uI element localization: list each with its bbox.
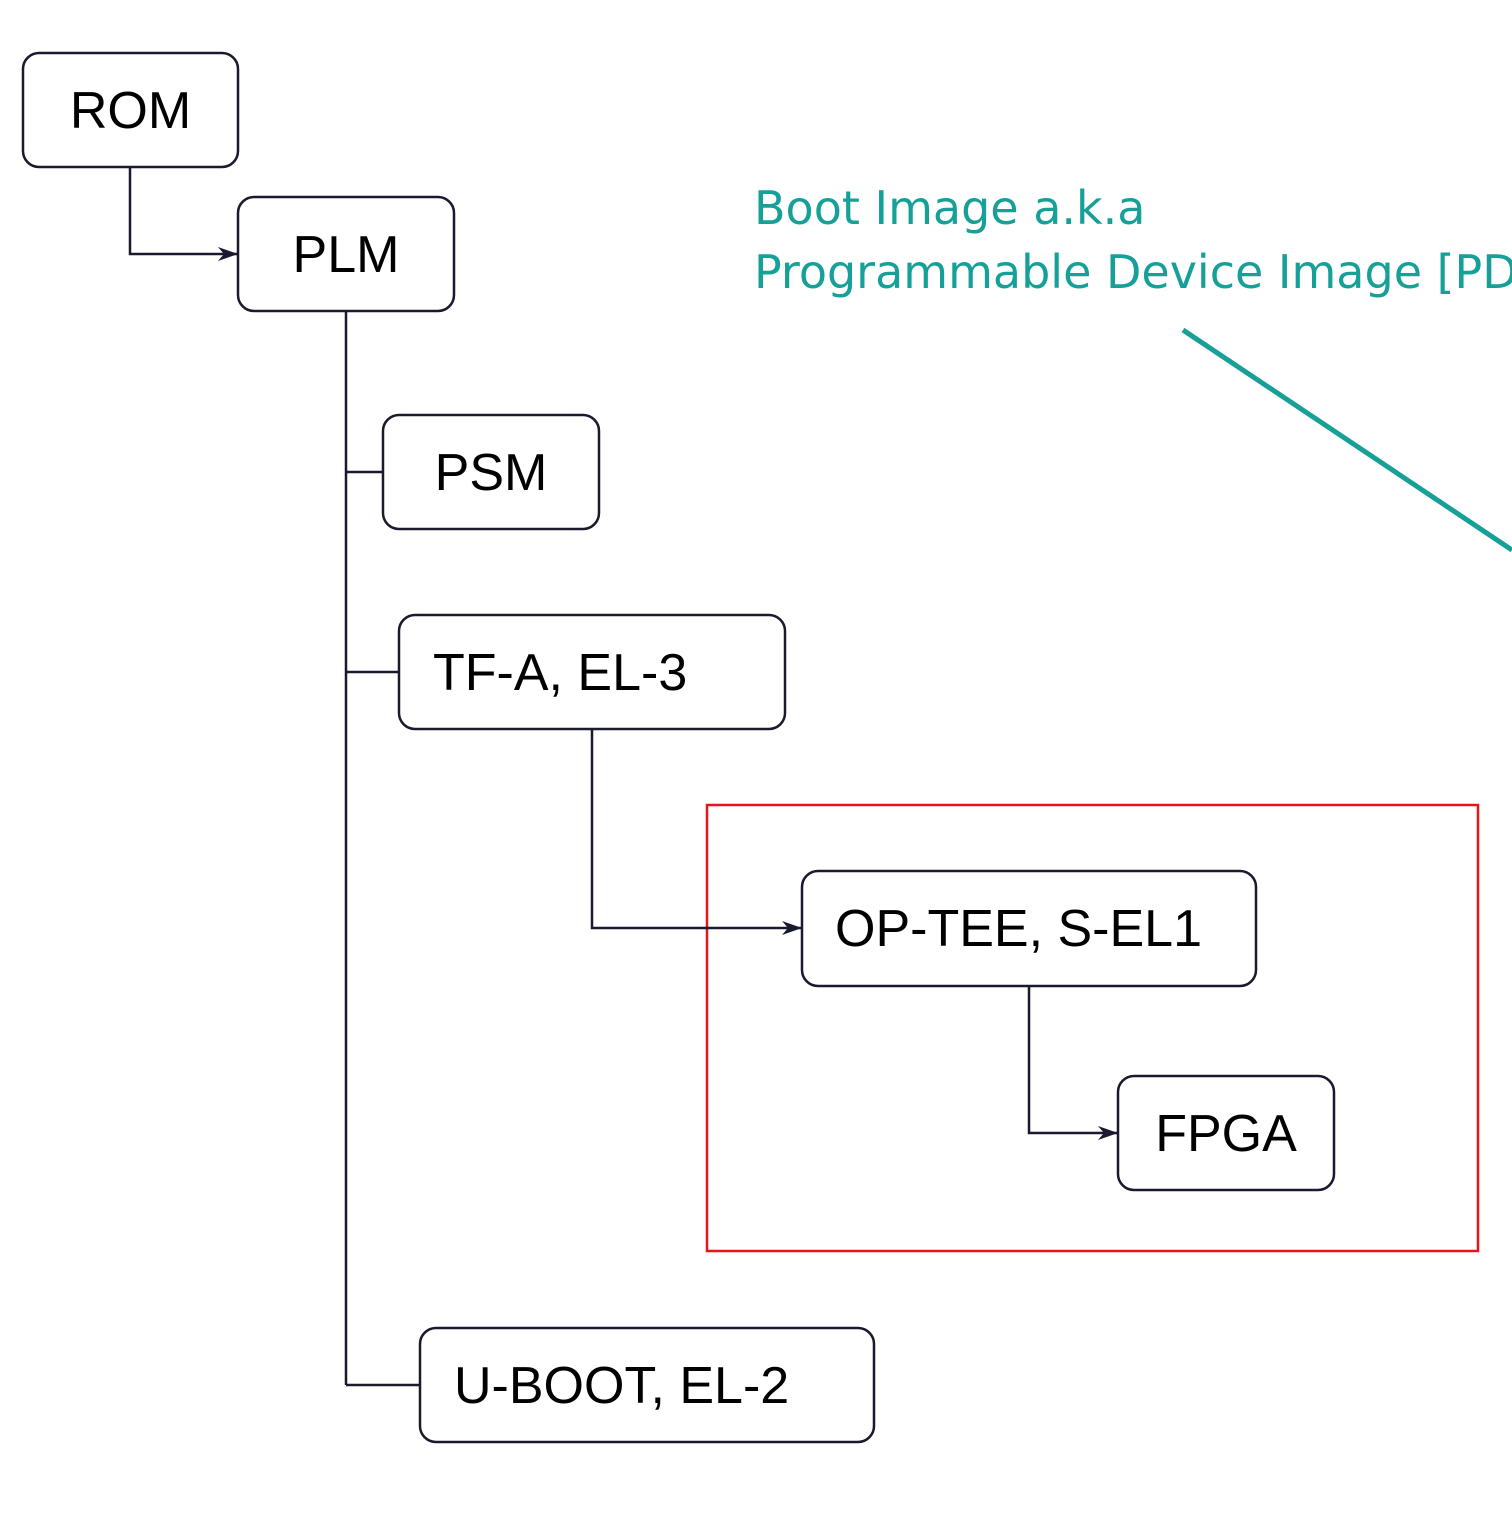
node-plm-label: PLM [293,226,400,284]
node-uboot: U-BOOT, EL-2 [418,1326,876,1444]
node-fpga: FPGA [1116,1074,1336,1192]
secure-world-highlight-box [705,803,1480,1253]
annotation-pointer-line [1181,327,1512,553]
annotation-line-1: Boot Image a.k.a [754,181,1145,235]
node-psm-label: PSM [435,444,548,502]
node-tfa-label: TF-A, EL-3 [433,644,687,702]
node-psm: PSM [381,413,601,531]
edge-optee-to-fpga [1027,986,1118,1140]
annotation-line-2: Programmable Device Image [PDI] [754,245,1512,299]
node-plm: PLM [236,195,456,313]
node-uboot-label: U-BOOT, EL-2 [454,1357,789,1415]
edge-tfa-to-optee [590,729,802,935]
node-tfa: TF-A, EL-3 [397,613,787,731]
node-rom-label: ROM [70,82,191,140]
node-rom: ROM [21,51,240,169]
node-optee-label: OP-TEE, S-EL1 [835,900,1202,958]
edge-rom-to-plm [128,168,238,261]
node-optee: OP-TEE, S-EL1 [800,869,1258,988]
node-fpga-label: FPGA [1155,1105,1297,1163]
